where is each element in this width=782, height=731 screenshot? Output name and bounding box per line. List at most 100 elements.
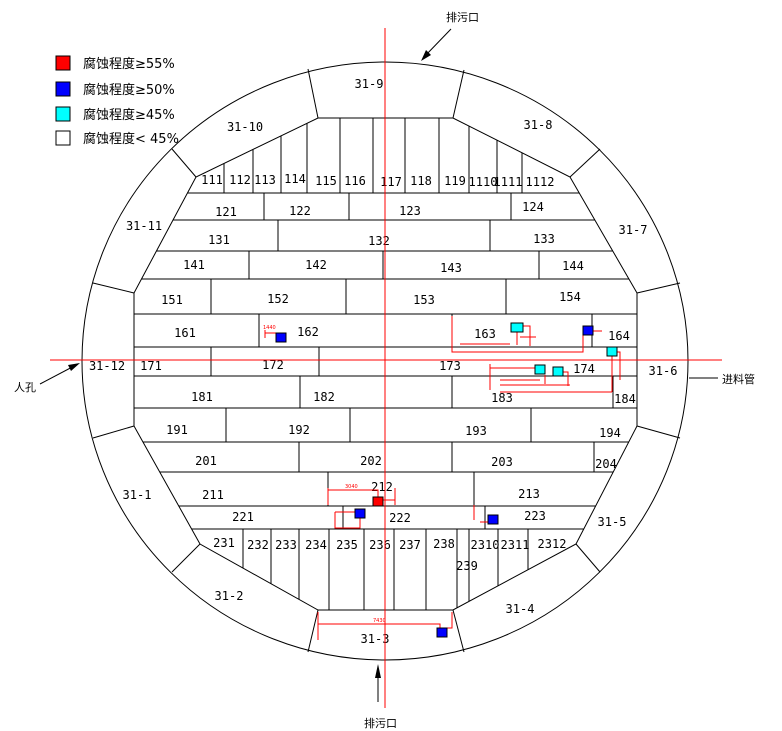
cell-label-113: 113 (254, 173, 276, 187)
legend-swatch (55, 130, 71, 146)
cell-label-212: 212 (371, 480, 393, 494)
cell-label-181: 181 (191, 390, 213, 404)
cell-label-202: 202 (360, 454, 382, 468)
ring-segment-label: 31-11 (126, 219, 162, 233)
ring-segment-label: 31-6 (649, 364, 678, 378)
ring-dividers (92, 68, 681, 653)
cell-label-184: 184 (614, 392, 636, 406)
dimension-label: 3040 (345, 484, 358, 490)
cell-label-151: 151 (161, 293, 183, 307)
arrow-line (423, 28, 452, 58)
manhole-label: 人孔 (14, 381, 36, 394)
ring-segment-label: 31-1 (123, 488, 152, 502)
ring-divider (636, 425, 681, 439)
legend-label: 腐蚀程度≥55% (83, 56, 175, 72)
cell-label-172: 172 (262, 358, 284, 372)
ring-segment-label: 31-2 (215, 589, 244, 603)
corrosion-mark (606, 346, 618, 357)
cell-label-161: 161 (174, 326, 196, 340)
dimension-lines (264, 316, 621, 640)
ring-divider (92, 282, 135, 294)
cell-label-131: 131 (208, 233, 230, 247)
corrosion-mark (436, 627, 448, 638)
ring-segment-label: 31-3 (361, 632, 390, 646)
cell-label-144: 144 (562, 259, 584, 273)
cell-label-194: 194 (599, 426, 621, 440)
legend-label: 腐蚀程度≥45% (83, 107, 175, 123)
top-outlet-annotation: 排污口 (421, 10, 479, 61)
legend: 腐蚀程度≥55% 腐蚀程度≥50% 腐蚀程度≥45% 腐蚀程度< 45% (55, 55, 179, 147)
cell-label-141: 141 (183, 258, 205, 272)
feed-pipe-annotation: 进料管 (689, 372, 755, 386)
cell-label-1112: 1112 (526, 175, 555, 189)
cell-label-164: 164 (608, 329, 630, 343)
cell-label-183: 183 (491, 391, 513, 405)
cell-label-222: 222 (389, 511, 411, 525)
corrosion-mark (552, 366, 564, 377)
cell-label-221: 221 (232, 510, 254, 524)
corrosion-mark (487, 514, 499, 525)
cell-label-171: 171 (140, 359, 162, 373)
cell-label-232: 232 (247, 538, 269, 552)
ring-divider (636, 282, 681, 294)
corrosion-mark (534, 364, 546, 375)
cell-label-237: 237 (399, 538, 421, 552)
feed-pipe-label: 进料管 (722, 372, 755, 386)
legend-swatch (55, 81, 71, 97)
cell-label-119: 119 (444, 174, 466, 188)
arrow-head-icon (375, 664, 381, 678)
ring-segment-label: 31-9 (355, 77, 384, 91)
cell-label-174: 174 (573, 362, 595, 376)
cell-label-142: 142 (305, 258, 327, 272)
corrosion-mark (510, 322, 524, 333)
ring-segment-label: 31-5 (598, 515, 627, 529)
cell-label-191: 191 (166, 423, 188, 437)
ring-segment-label: 31-4 (506, 602, 535, 616)
cell-label-204: 204 (595, 457, 617, 471)
cell-label-117: 117 (380, 175, 402, 189)
corrosion-mark (275, 332, 287, 343)
cell-label-143: 143 (440, 261, 462, 275)
bottom-outlet-annotation: 排污口 (364, 664, 397, 730)
cell-label-114: 114 (284, 172, 306, 186)
cell-label-1111: 1111 (494, 175, 523, 189)
bottom-outlet-label: 排污口 (364, 716, 397, 730)
ring-divider (452, 69, 465, 119)
cell-label-1110: 1110 (469, 175, 498, 189)
ring-divider (575, 543, 601, 573)
cell-label-154: 154 (559, 290, 581, 304)
cell-label-238: 238 (433, 537, 455, 551)
cell-label-115: 115 (315, 174, 337, 188)
ring-divider (307, 68, 319, 119)
cell-label-233: 233 (275, 538, 297, 552)
legend-label: 腐蚀程度< 45% (83, 131, 179, 147)
cell-label-213: 213 (518, 487, 540, 501)
ring-divider (452, 609, 465, 653)
cell-label-112: 112 (229, 173, 251, 187)
ring-divider (569, 148, 601, 178)
cell-label-173: 173 (439, 359, 461, 373)
top-outlet-label: 排污口 (446, 10, 479, 24)
dimension-label: 1440 (263, 325, 276, 331)
cell-label-2312: 2312 (538, 537, 567, 551)
cell-label-121: 121 (215, 205, 237, 219)
arrow-head-icon (68, 363, 80, 371)
cell-label-223: 223 (524, 509, 546, 523)
legend-swatch (55, 106, 71, 122)
cell-label-192: 192 (288, 423, 310, 437)
ring-segment-label: 31-8 (524, 118, 553, 132)
legend-label: 腐蚀程度≥50% (83, 82, 175, 98)
ring-divider (307, 609, 319, 653)
cell-label-201: 201 (195, 454, 217, 468)
cell-label-122: 122 (289, 204, 311, 218)
ring-divider (171, 148, 197, 178)
corrosion-mark (582, 325, 594, 336)
legend-swatch (55, 55, 71, 71)
dimension-label: 7430 (373, 618, 386, 624)
manhole-annotation: 人孔 (14, 363, 80, 394)
cell-label-133: 133 (533, 232, 555, 246)
ring-segment-label: 31-10 (227, 120, 263, 134)
cell-label-236: 236 (369, 538, 391, 552)
cell-label-118: 118 (410, 174, 432, 188)
